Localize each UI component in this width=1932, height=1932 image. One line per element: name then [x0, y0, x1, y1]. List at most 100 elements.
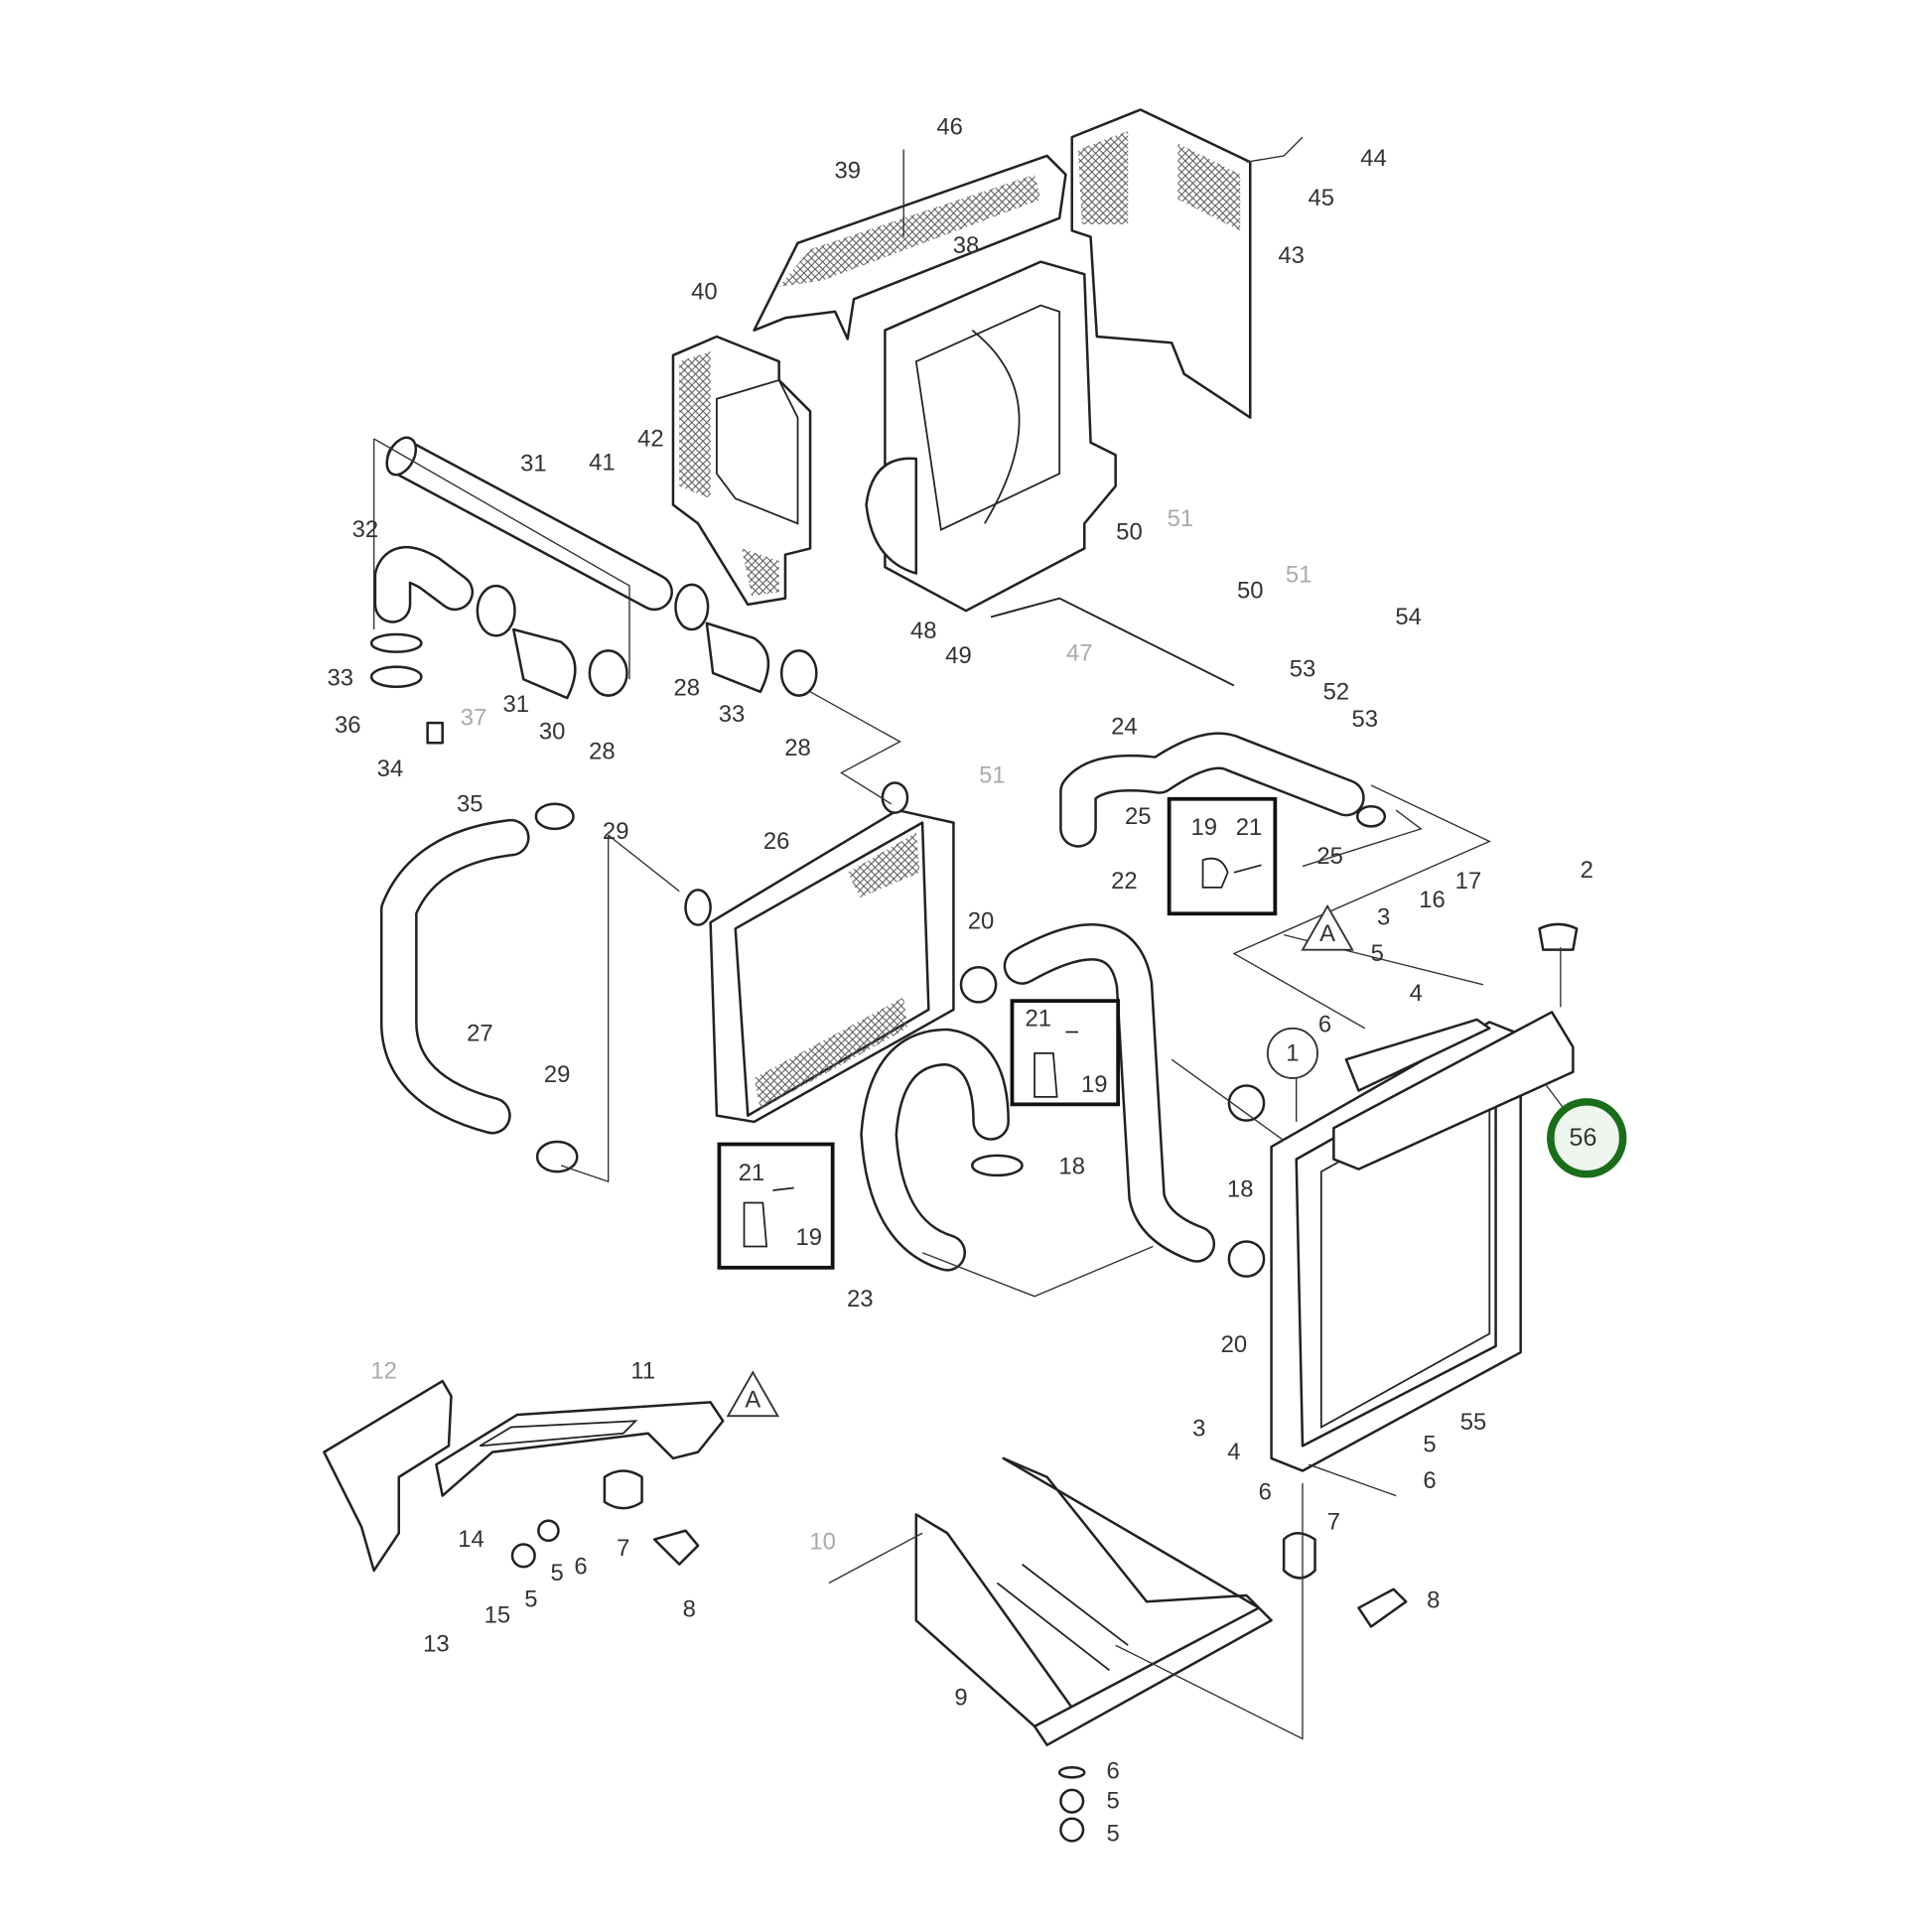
callout-label[interactable]: 23 — [847, 1286, 874, 1312]
highlighted-callout-56-label[interactable]: 56 — [1570, 1124, 1597, 1152]
callout-label[interactable]: 54 — [1395, 604, 1422, 630]
callout-label[interactable]: 14 — [458, 1526, 484, 1553]
callout-label[interactable]: 25 — [1125, 803, 1152, 830]
callout-label[interactable]: 16 — [1419, 887, 1446, 913]
callout-label[interactable]: 19 — [1081, 1071, 1108, 1098]
callout-label[interactable]: 51 — [1286, 561, 1312, 588]
callout-label[interactable]: 35 — [457, 790, 483, 817]
callout-label[interactable]: 18 — [1227, 1175, 1254, 1202]
reference-marker-a: A — [745, 1386, 760, 1413]
callout-label[interactable]: 48 — [910, 618, 937, 644]
intercooler — [684, 781, 955, 1124]
callout-label[interactable]: 44 — [1360, 145, 1387, 172]
callout-label[interactable]: 6 — [1423, 1467, 1436, 1494]
callout-label[interactable]: 19 — [796, 1224, 823, 1251]
callout-label[interactable]: 34 — [377, 756, 404, 782]
callout-label[interactable]: 7 — [617, 1535, 629, 1562]
callout-label[interactable]: 17 — [1455, 868, 1482, 895]
callout-label[interactable]: 55 — [1460, 1409, 1487, 1436]
callout-label[interactable]: 13 — [423, 1631, 450, 1658]
callout-label[interactable]: 20 — [968, 907, 995, 934]
radiator — [1270, 1011, 1575, 1472]
callout-label[interactable]: 45 — [1309, 185, 1335, 211]
callout-label[interactable]: 38 — [953, 232, 980, 259]
reference-triangle-a — [1301, 903, 1354, 951]
callout-label[interactable]: 15 — [484, 1602, 511, 1629]
callout-label[interactable]: 29 — [603, 818, 629, 845]
callout-label[interactable]: 6 — [1259, 1478, 1272, 1505]
callout-label[interactable]: 52 — [1323, 678, 1350, 705]
callout-label[interactable]: 37 — [461, 705, 487, 732]
special-markers: 1 56 A A — [726, 903, 1627, 1418]
callout-label[interactable]: 50 — [1237, 578, 1264, 605]
callout-label[interactable]: 43 — [1278, 242, 1305, 269]
callout-label[interactable]: 42 — [637, 425, 664, 452]
callout-label[interactable]: 33 — [327, 665, 353, 692]
highlighted-callout-56[interactable] — [1547, 1098, 1627, 1178]
callout-label[interactable]: 21 — [1236, 814, 1263, 841]
parts — [323, 108, 1579, 1843]
callout-label[interactable]: 32 — [352, 516, 379, 543]
callout-label[interactable]: 24 — [1111, 713, 1138, 740]
callout-label[interactable]: 7 — [1327, 1508, 1340, 1535]
callout-label[interactable]: 36 — [335, 712, 361, 739]
callout-label[interactable]: 18 — [1058, 1154, 1085, 1180]
callout-label[interactable]: 9 — [954, 1685, 967, 1712]
callout-label[interactable]: 33 — [719, 701, 746, 728]
callout-label[interactable]: 28 — [589, 739, 616, 765]
callout-label[interactable]: 8 — [683, 1595, 696, 1622]
mounting-brackets — [323, 1379, 1408, 1843]
callout-label[interactable]: 26 — [763, 828, 790, 855]
callout-label[interactable]: 10 — [809, 1529, 836, 1556]
callout-label[interactable]: 11 — [630, 1358, 655, 1385]
callout-label[interactable]: 50 — [1116, 519, 1143, 546]
callout-label[interactable]: 39 — [834, 158, 861, 185]
top-cover-panel — [753, 154, 1067, 341]
callout-label[interactable]: 28 — [784, 735, 811, 761]
callout-label[interactable]: 6 — [1318, 1012, 1331, 1038]
callout-label[interactable]: 5 — [524, 1586, 537, 1612]
callout-label[interactable]: 6 — [574, 1554, 587, 1581]
callout-label[interactable]: 6 — [1107, 1758, 1120, 1785]
callout-label[interactable]: 41 — [589, 449, 616, 476]
callout-label[interactable]: 21 — [1026, 1005, 1052, 1032]
callout-label[interactable]: 4 — [1227, 1439, 1240, 1465]
callout-label[interactable]: 53 — [1290, 656, 1316, 683]
callout-label[interactable]: 5 — [1107, 1788, 1120, 1815]
callout-label[interactable]: 40 — [691, 278, 718, 305]
callout-label[interactable]: 5 — [1423, 1432, 1436, 1458]
callout-label[interactable]: 22 — [1111, 868, 1138, 895]
side-baffle-panel — [671, 335, 812, 607]
callout-label[interactable]: 19 — [1191, 814, 1218, 841]
callout-label[interactable]: 28 — [674, 675, 701, 702]
coolant-hoses — [860, 597, 1579, 1278]
callout-label[interactable]: 25 — [1316, 843, 1343, 870]
callout-label[interactable]: 3 — [1377, 904, 1390, 931]
callout-label[interactable]: 53 — [1351, 706, 1378, 733]
callout-label[interactable]: 27 — [467, 1020, 493, 1046]
callout-label[interactable]: 46 — [936, 114, 963, 141]
callout-label[interactable]: 30 — [539, 719, 566, 746]
callout-label[interactable]: 31 — [503, 691, 530, 718]
callout-label[interactable]: 8 — [1427, 1587, 1440, 1614]
callout-label[interactable]: 5 — [551, 1560, 564, 1587]
callout-label[interactable]: 51 — [1168, 505, 1194, 532]
callout-label[interactable]: 4 — [1410, 980, 1423, 1007]
callout-label[interactable]: 2 — [1581, 857, 1593, 884]
callout-label[interactable]: 5 — [1107, 1820, 1120, 1847]
callout-label[interactable]: 3 — [1192, 1415, 1205, 1442]
callout-label[interactable]: 49 — [945, 642, 972, 669]
callout-label[interactable]: 5 — [1371, 940, 1384, 967]
callout-label[interactable]: 29 — [544, 1061, 571, 1088]
circled-callout-1 — [1266, 1027, 1318, 1079]
callout-label[interactable]: 51 — [979, 761, 1006, 788]
reference-marker-a: A — [1319, 920, 1335, 947]
callout-label[interactable]: 21 — [739, 1160, 765, 1186]
callout-label[interactable]: 31 — [520, 451, 547, 478]
callout-label[interactable]: 47 — [1066, 639, 1093, 666]
callout-label[interactable]: 20 — [1221, 1331, 1248, 1358]
callout-label[interactable]: 12 — [370, 1358, 397, 1385]
